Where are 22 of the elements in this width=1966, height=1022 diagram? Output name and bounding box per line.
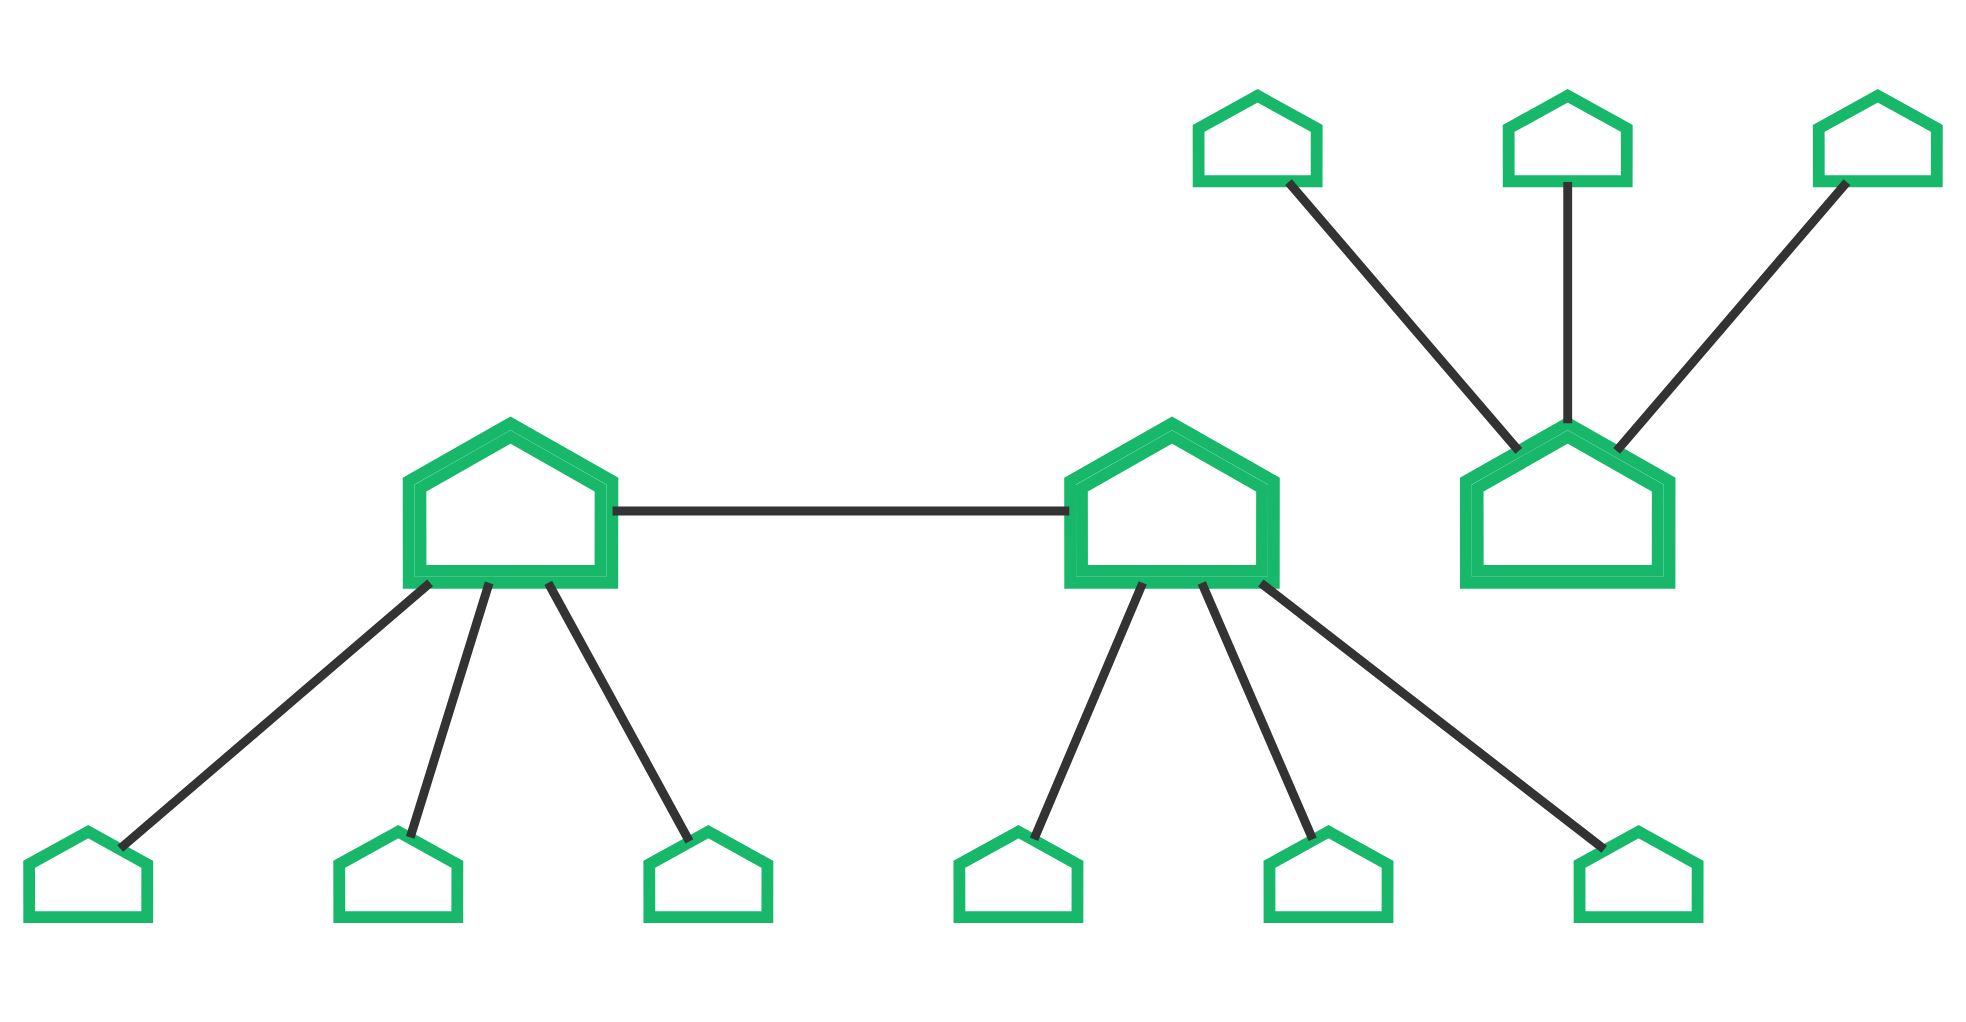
- node-house: [1502, 89, 1633, 188]
- node-house: [1459, 416, 1676, 589]
- connector: [1285, 179, 1523, 454]
- connector: [406, 581, 494, 839]
- connector: [1613, 179, 1851, 454]
- node-house: [1064, 416, 1280, 589]
- node-house: [23, 824, 154, 924]
- connector: [612, 506, 1070, 516]
- node-house: [643, 824, 774, 924]
- connector: [1563, 182, 1573, 424]
- node-house: [1192, 89, 1323, 188]
- node-house: [953, 824, 1084, 924]
- node-house: [1263, 824, 1394, 924]
- connector: [1029, 581, 1147, 842]
- node-house: [1573, 824, 1704, 924]
- connector: [544, 580, 694, 844]
- connector: [117, 579, 433, 852]
- node-house: [1812, 89, 1943, 188]
- node-house: [333, 824, 464, 924]
- connector: [1197, 581, 1317, 842]
- connector: [1258, 579, 1607, 853]
- node-house: [402, 416, 619, 589]
